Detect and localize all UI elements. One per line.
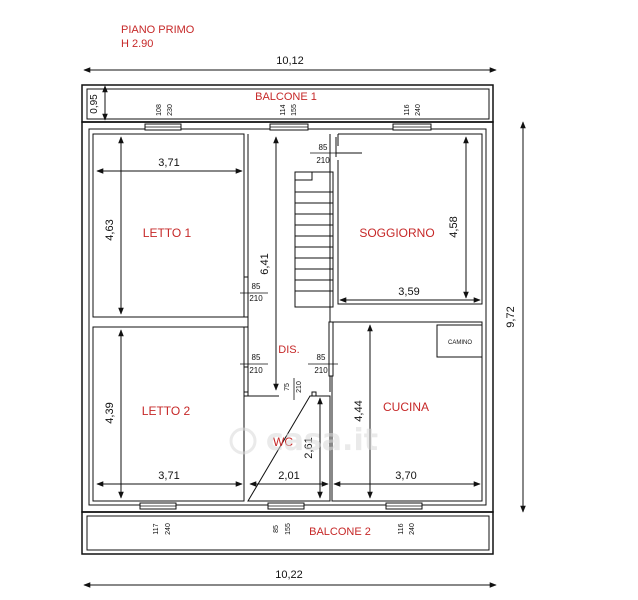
window-hallway-width: 114 [280, 104, 287, 115]
overall-top-value: 10,12 [276, 55, 304, 67]
door-kitchen: 85 210 [308, 321, 338, 377]
height-label: H 2.90 [121, 38, 153, 50]
door-bathroom: 75 210 [284, 378, 303, 400]
window-hallway-height: 155 [291, 104, 298, 116]
window-living-room-width: 116 [404, 104, 411, 115]
window-bathroom-width: 85 [273, 525, 280, 533]
window-living-room: 116 240 [392, 104, 432, 131]
window-bathroom: 85 155 [267, 502, 305, 535]
window-kitchen-width: 116 [398, 523, 405, 534]
fireplace-label: CAMINO [448, 340, 472, 346]
door-kitchen-height: 210 [314, 366, 328, 375]
hallway: 6,41 DIS. [247, 134, 331, 392]
window-bedroom-1-height: 230 [167, 104, 174, 116]
balcony-1-depth: 0,95 [89, 94, 100, 114]
bathroom-label: WC [273, 435, 293, 449]
balcony-1: BALCONE 1 0,95 [81, 84, 494, 123]
balcony-2: BALCONE 2 [81, 511, 494, 555]
living-room: 3,59 4,58 SOGGIORNO [337, 133, 483, 305]
watermark-text: casa.it [266, 423, 378, 458]
kitchen-width: 3,70 [395, 470, 416, 482]
bedroom-2-width: 3,71 [158, 470, 179, 482]
window-kitchen: 116 240 [385, 502, 423, 535]
overall-bottom-value: 10,22 [275, 569, 303, 581]
overall-right-dimension: 9,72 [505, 121, 526, 513]
door-bedroom-1: 85 210 [240, 282, 268, 303]
living-room-label: SOGGIORNO [359, 226, 434, 240]
window-living-room-height: 240 [415, 104, 422, 116]
window-bedroom-2-width: 117 [153, 523, 160, 534]
door-kitchen-width: 85 [317, 353, 326, 362]
kitchen-label: CUCINA [383, 400, 429, 414]
window-kitchen-height: 240 [409, 523, 416, 535]
door-living-room-width: 85 [319, 143, 328, 152]
bedroom-2: 3,71 4,39 LETTO 2 [92, 326, 249, 502]
bathroom: 2,01 2,61 WC [243, 391, 331, 502]
window-bedroom-1-width: 108 [156, 104, 163, 116]
bathroom-depth: 2,61 [303, 437, 315, 458]
window-bathroom-height: 155 [285, 523, 292, 535]
door-living-room-height: 210 [316, 156, 330, 165]
window-bedroom-1: 108 230 [144, 104, 182, 131]
door-bedroom-2: 85 210 [240, 353, 268, 375]
door-living-room: 85 210 [310, 137, 362, 165]
watermark-logo: casa.it [229, 423, 378, 458]
fireplace [436, 324, 483, 358]
door-bedroom-1-width: 85 [252, 282, 261, 291]
window-bedroom-2-height: 240 [165, 523, 172, 535]
bathroom-width: 2,01 [278, 470, 299, 482]
kitchen-depth: 4,44 [353, 400, 365, 421]
living-room-depth: 4,58 [448, 216, 460, 237]
bedroom-1-depth: 4,63 [104, 219, 116, 240]
window-hallway: 114 155 [269, 104, 309, 131]
door-bedroom-2-width: 85 [252, 353, 261, 362]
bedroom-1: 3,71 4,63 LETTO 1 [92, 133, 249, 318]
living-room-width: 3,59 [398, 286, 419, 298]
door-bedroom-1-height: 210 [249, 294, 263, 303]
hallway-length: 6,41 [259, 253, 271, 274]
floor-label: PIANO PRIMO [121, 24, 195, 36]
kitchen: 3,70 4,44 CUCINA CAMINO [331, 321, 483, 502]
door-bathroom-height: 210 [296, 381, 303, 393]
bedroom-2-depth: 4,39 [104, 402, 116, 423]
door-bedroom-2-height: 210 [249, 366, 263, 375]
overall-top-dimension: 10,12 [83, 55, 497, 73]
hallway-label: DIS. [278, 344, 299, 356]
door-bathroom-width: 75 [284, 383, 291, 391]
bedroom-2-label: LETTO 2 [142, 404, 191, 418]
balcony-1-label: BALCONE 1 [255, 91, 317, 103]
balcony-2-label: BALCONE 2 [309, 526, 371, 538]
overall-right-value: 9,72 [505, 306, 517, 327]
staircase [294, 171, 334, 308]
overall-bottom-dimension: 10,22 [83, 569, 497, 588]
bedroom-1-width: 3,71 [158, 157, 179, 169]
bedroom-1-label: LETTO 1 [143, 226, 192, 240]
window-bedroom-2: 117 240 [139, 502, 177, 535]
